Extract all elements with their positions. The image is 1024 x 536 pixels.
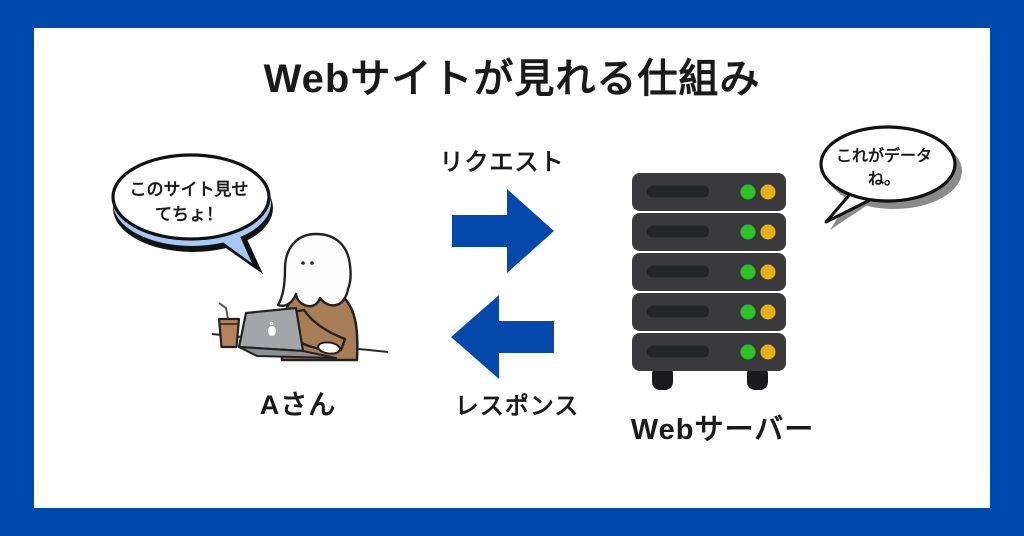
request-arrow-icon [452,189,554,273]
server-unit [632,293,786,331]
server-label: Webサーバー [630,414,815,446]
bubble-body [111,153,271,241]
client-label: Aさん [259,390,337,420]
bubble-tail-shadow [830,198,872,230]
server-unit-slot [647,185,709,198]
eye-left [301,261,305,265]
response-label: レスポンス [454,393,580,420]
laptop-logo [268,326,276,336]
led-green [740,344,756,360]
led-green [740,304,756,320]
person-head [276,232,352,308]
server-unit [632,333,786,371]
led-yellow [760,224,776,240]
eye-right [310,261,314,265]
server-rack-icon [632,173,786,390]
server-unit [632,253,786,291]
server-foot-right [747,366,768,390]
client-bubble-text: このサイト見せ てちょ！ [110,177,268,227]
person-illustration [211,232,389,362]
led-yellow [760,184,776,200]
server-unit-slot [647,345,709,358]
server-unit-slot [647,305,709,318]
led-green [740,224,756,240]
request-label: リクエスト [439,149,565,176]
server-unit-slot [647,225,709,238]
client-speech-bubble [111,153,273,274]
response-arrow-icon [451,295,554,379]
led-yellow [760,344,776,360]
server-units [632,173,786,371]
hair [276,232,352,308]
laptop-icon [237,306,341,359]
hand [317,341,341,355]
led-yellow [760,264,776,280]
server-unit-slot [647,265,709,278]
bubble-body [819,125,957,203]
server-bubble-line1: これがデータ [835,148,932,165]
led-green [740,184,756,200]
server-speech-bubble [819,125,962,230]
server-unit [632,213,786,251]
page-title: Webサイトが見れる仕組み [263,57,761,101]
coffee-cup-icon [217,302,241,349]
client-bubble-line1: このサイト見せ [129,180,249,199]
led-yellow [760,304,776,320]
server-bubble-text: これがデータ ね。 [818,145,950,191]
server-unit [632,173,786,211]
client-bubble-line2: てちょ！ [155,205,223,224]
server-bubble-line2: ね。 [867,171,900,188]
straw [218,302,229,320]
led-green [740,264,756,280]
server-foot-left [652,366,673,390]
laptop-keyboard [238,346,337,359]
